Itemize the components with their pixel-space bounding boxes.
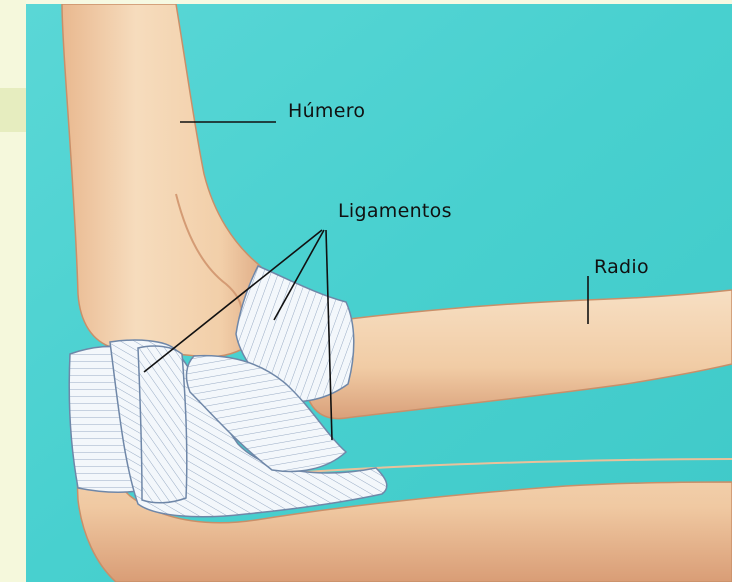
ligaments-label: Ligamentos (338, 200, 452, 222)
olecranon-ligament-band (138, 346, 187, 503)
elbow-illustration: Húmero Ligamentos Radio (26, 4, 732, 582)
humerus-label: Húmero (288, 100, 365, 122)
elbow-anatomy-svg (26, 4, 732, 582)
radius-label: Radio (594, 256, 649, 278)
